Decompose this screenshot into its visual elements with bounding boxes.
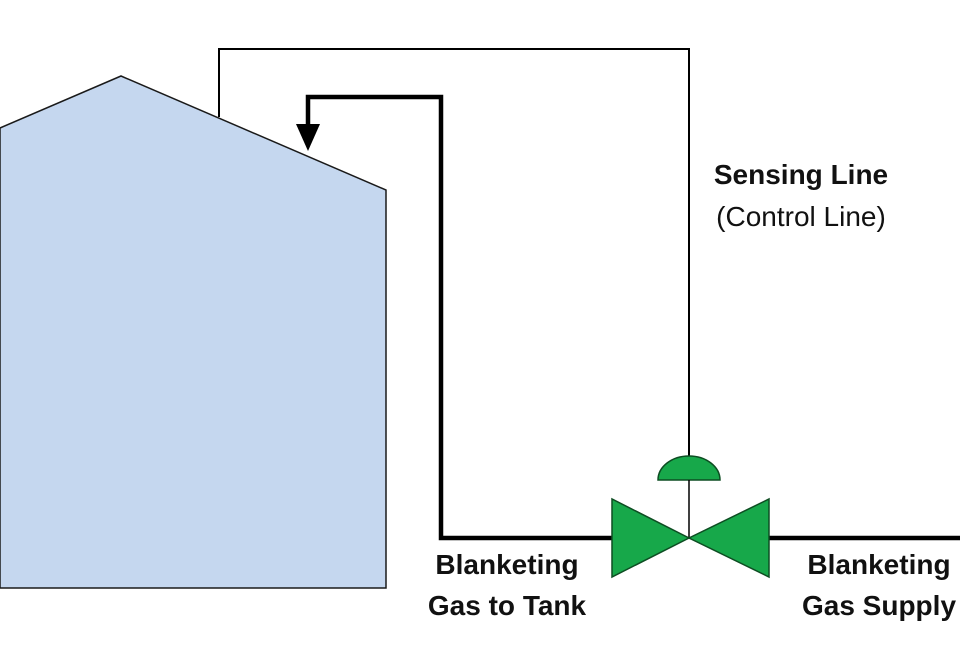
control-line-label: (Control Line) [716,201,886,232]
sensing-line-label: Sensing Line [714,159,888,190]
supply-label-line2: Gas Supply [802,590,956,621]
sensing-line [218,48,690,458]
storage-tank [0,75,387,589]
flow-arrow-icon [296,124,320,151]
supply-label-line1: Blanketing [807,549,950,580]
control-valve-right-icon [687,497,770,579]
blanketing-gas-to-tank-line [305,94,612,541]
control-valve-left-icon [611,497,691,579]
to-tank-label-line2: Gas to Tank [428,590,587,621]
to-tank-label-line1: Blanketing [435,549,578,580]
valve-actuator-icon [657,455,721,481]
